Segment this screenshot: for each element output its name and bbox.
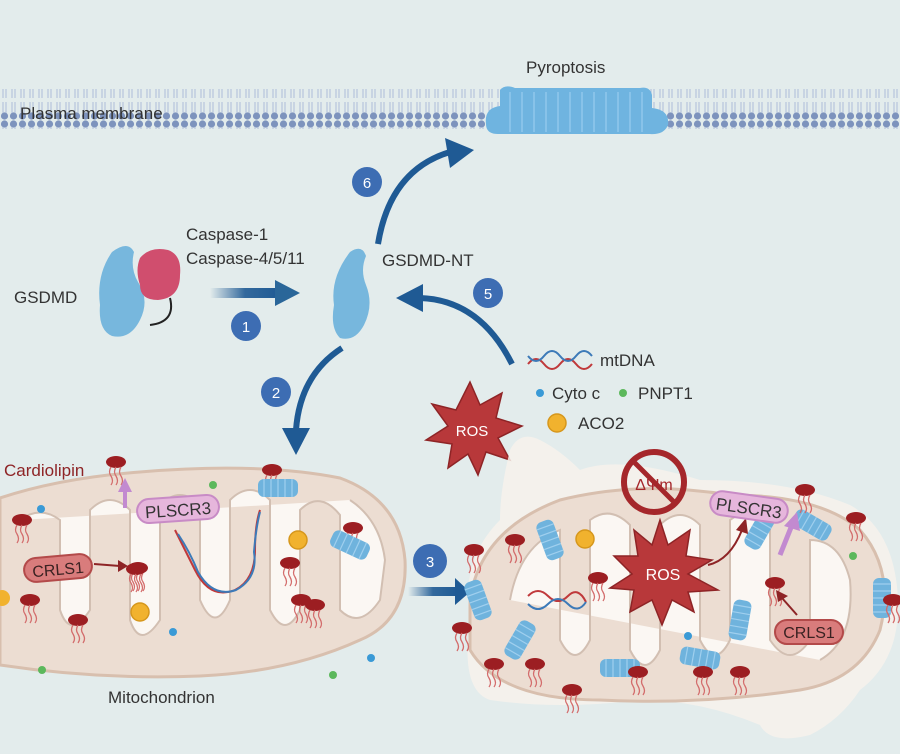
mtdna-label: mtDNA bbox=[600, 351, 655, 370]
step-badge-3: 3 bbox=[413, 544, 447, 578]
pnpt1-label: PNPT1 bbox=[638, 384, 693, 403]
plscr3-healthy: PLSCR3 bbox=[118, 478, 220, 525]
arrow-step-2 bbox=[282, 345, 344, 455]
step-badge-5: 5 bbox=[473, 278, 503, 308]
arrow-step-5 bbox=[396, 284, 515, 366]
gsdmd-label: GSDMD bbox=[14, 288, 77, 307]
svg-text:6: 6 bbox=[363, 175, 371, 192]
svg-text:ΔΨm: ΔΨm bbox=[635, 477, 672, 494]
mtdna-coil bbox=[174, 509, 261, 594]
arrow-step-1 bbox=[210, 280, 300, 306]
arrow-step-3 bbox=[408, 578, 470, 605]
aco2-icon bbox=[547, 413, 567, 433]
svg-text:1: 1 bbox=[242, 319, 250, 336]
mitochondrion-label: Mitochondrion bbox=[108, 688, 215, 707]
loss-of-membrane-potential-icon: ΔΨm bbox=[621, 449, 687, 515]
svg-text:ROS: ROS bbox=[646, 567, 681, 584]
pyroptosis-label: Pyroptosis bbox=[526, 58, 605, 77]
crls1-healthy: CRLS1 bbox=[23, 553, 147, 593]
caspase-1-label: Caspase-1 bbox=[186, 225, 268, 244]
pnpt1-icon bbox=[619, 389, 627, 397]
gsdmd-pore bbox=[485, 86, 669, 135]
step-badge-2: 2 bbox=[261, 377, 291, 407]
cyto-c-icon bbox=[536, 389, 544, 397]
gsdmd-nt-label: GSDMD-NT bbox=[382, 251, 474, 270]
svg-text:CRLS1: CRLS1 bbox=[32, 560, 85, 581]
plasma-membrane-label: Plasma membrane bbox=[20, 104, 163, 123]
healthy-mitochondrion bbox=[0, 455, 407, 679]
svg-text:PLSCR3: PLSCR3 bbox=[144, 499, 211, 523]
ros-burst-mitochondrion: ROS bbox=[607, 517, 748, 628]
svg-text:5: 5 bbox=[484, 286, 492, 303]
gsdmd-nt-protein bbox=[332, 248, 370, 339]
caspase-4511-label: Caspase-4/5/11 bbox=[186, 249, 305, 268]
svg-text:3: 3 bbox=[426, 554, 434, 571]
crls1-damaged: CRLS1 bbox=[774, 590, 844, 645]
svg-text:ROS: ROS bbox=[456, 423, 489, 440]
svg-text:2: 2 bbox=[272, 385, 280, 402]
arrow-step-6 bbox=[375, 138, 474, 245]
plasma-membrane bbox=[0, 89, 900, 129]
aco2-label: ACO2 bbox=[578, 414, 624, 433]
step-badge-6: 6 bbox=[352, 167, 382, 197]
mtdna-icon bbox=[527, 350, 593, 370]
plscr3-damaged: PLSCR3 bbox=[709, 490, 800, 556]
svg-text:CRLS1: CRLS1 bbox=[783, 625, 835, 642]
step-badge-1: 1 bbox=[231, 311, 261, 341]
cardiolipin-label: Cardiolipin bbox=[4, 461, 84, 480]
cyto-c-label: Cyto c bbox=[552, 384, 601, 403]
ros-burst-cytosol: ROS bbox=[423, 380, 525, 477]
gsdmd-protein bbox=[99, 246, 181, 337]
